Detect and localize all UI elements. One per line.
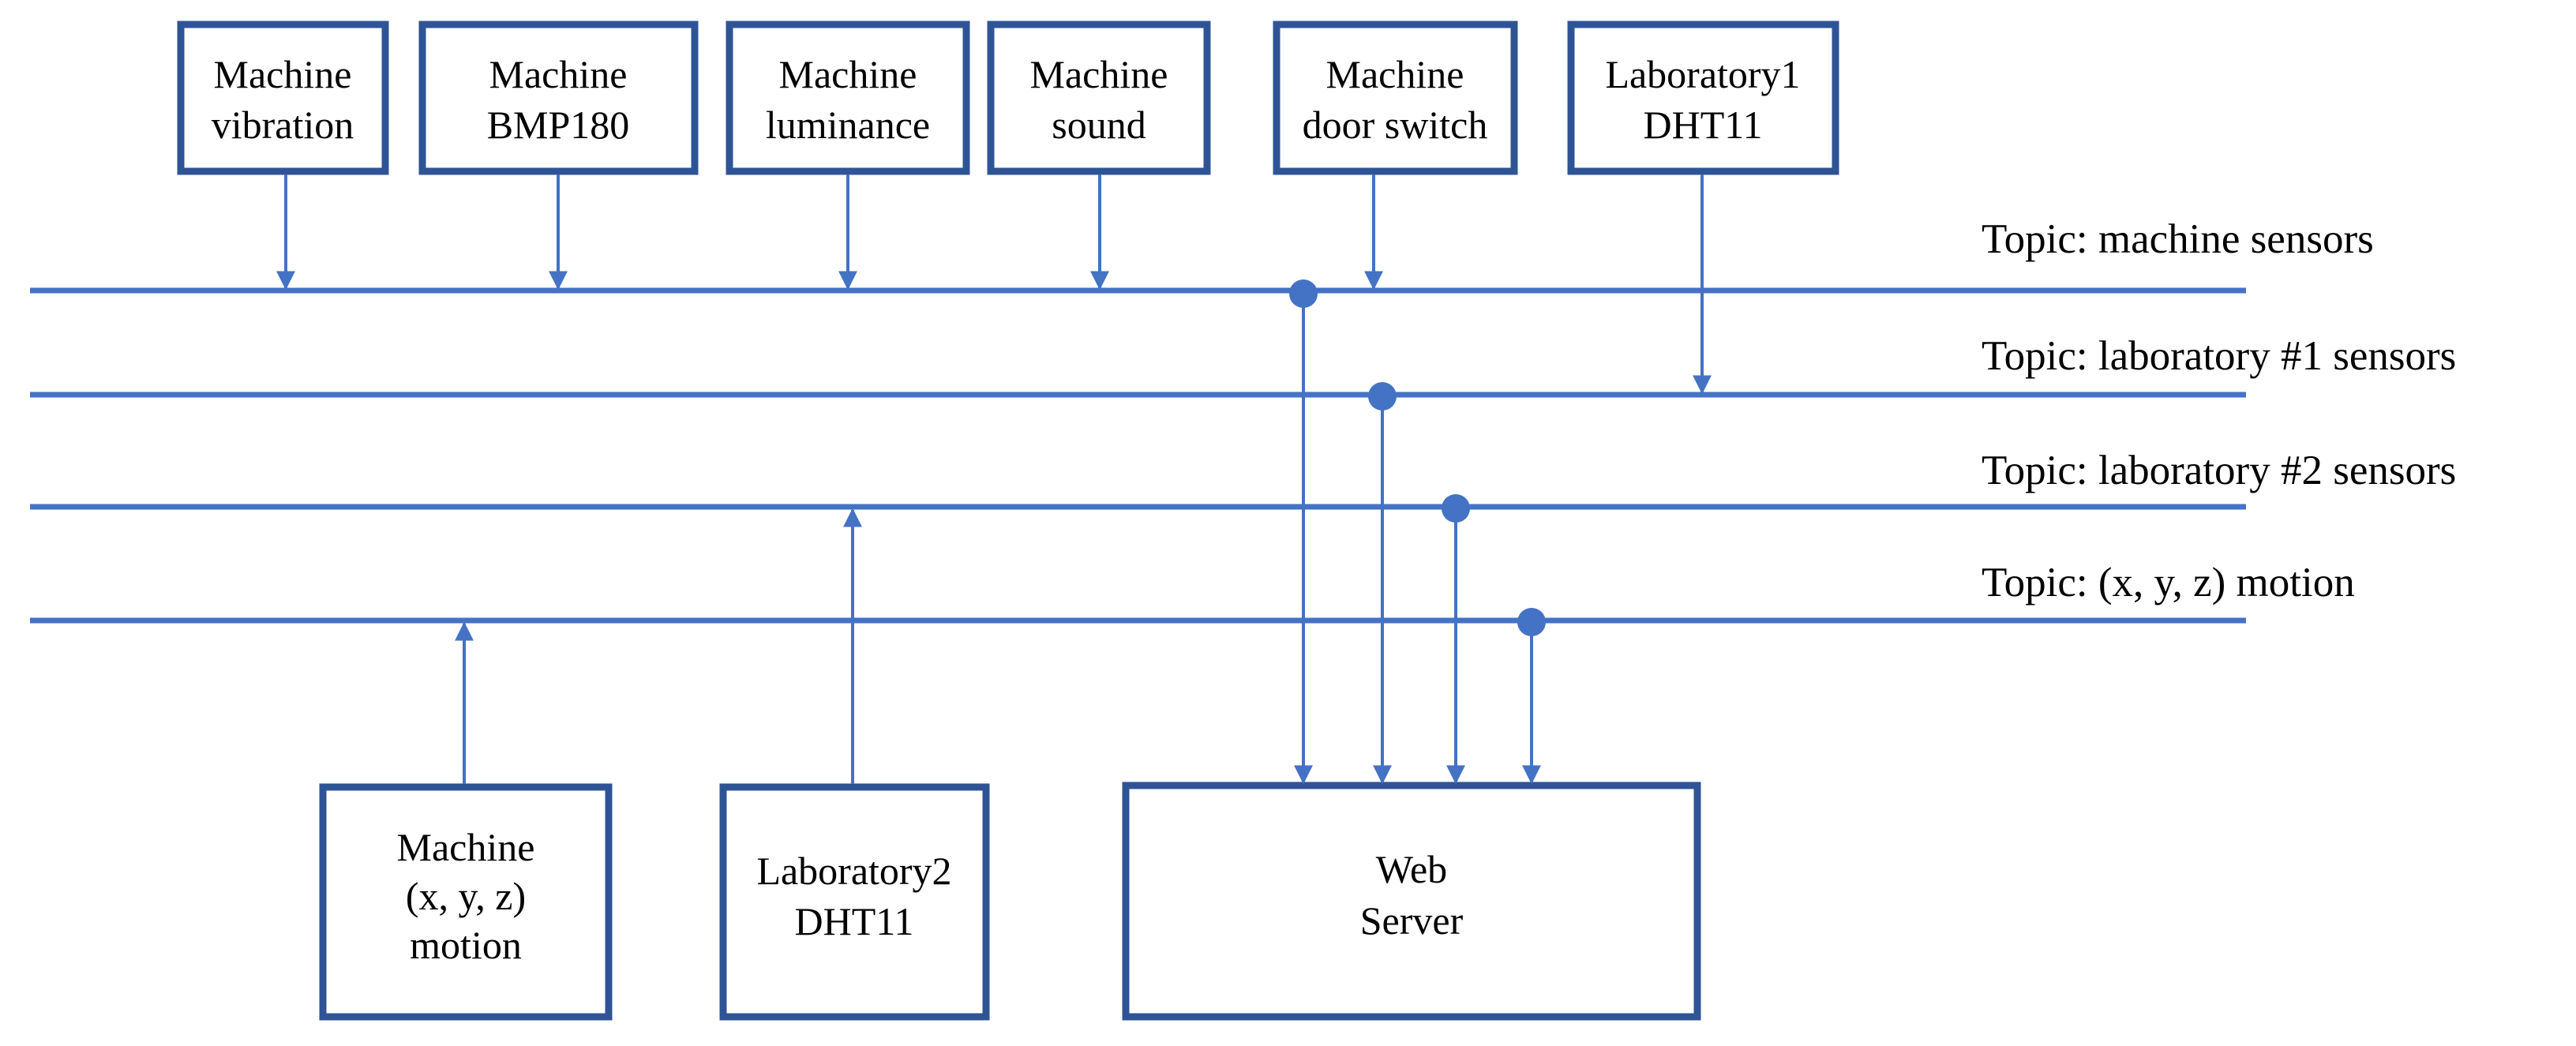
publisher-label-line: Laboratory1 [1605, 52, 1800, 96]
publisher-label-line: Machine [1326, 52, 1464, 96]
publisher-machine-luminance: Machine luminance [726, 21, 970, 175]
publisher-label-line: DHT11 [795, 899, 914, 943]
publisher-machine-vibration: Machine vibration [177, 21, 389, 175]
publisher-label-line: Laboratory2 [756, 849, 951, 893]
publisher-label-line: (x, y, z) [406, 874, 526, 918]
publisher-label-line: door switch [1303, 103, 1488, 147]
publisher-label-line: motion [410, 923, 522, 967]
publisher-label-line: Machine [1030, 52, 1168, 96]
topic-label-machine-sensors: Topic: machine sensors [1982, 216, 2374, 262]
web-server: Web Server [1122, 782, 1701, 1021]
publisher-label-line: Machine [779, 52, 917, 96]
topic-label-xyz-motion: Topic: (x, y, z) motion [1982, 560, 2355, 605]
publisher-label-line: Machine [489, 52, 628, 96]
publisher-label-line: Machine [214, 52, 352, 96]
publisher-machine-bmp180: Machine BMP180 [418, 21, 699, 175]
publisher-label-line: Machine [397, 825, 535, 869]
topic-label-laboratory-1-sensors: Topic: laboratory #1 sensors [1982, 333, 2456, 379]
publisher-laboratory1-dht11: Laboratory1 DHT11 [1567, 21, 1839, 175]
topic-label-laboratory-2-sensors: Topic: laboratory #2 sensors [1982, 448, 2456, 493]
publisher-label-line: BMP180 [487, 103, 630, 147]
web-server-label-line: Server [1360, 898, 1464, 943]
publisher-label-line: vibration [212, 103, 354, 147]
web-server-label-line: Web [1376, 847, 1447, 891]
publisher-machine-sound: Machine sound [987, 21, 1211, 175]
publisher-machine-xyz-motion: Machine (x, y, z) motion [319, 783, 613, 1021]
publisher-label-line: sound [1052, 103, 1146, 147]
publisher-machine-door-switch: Machine door switch [1273, 21, 1518, 175]
publisher-label-line: DHT11 [1644, 103, 1763, 147]
publisher-laboratory2-dht11: Laboratory2 DHT11 [719, 783, 990, 1021]
publisher-label-line: luminance [766, 103, 930, 147]
